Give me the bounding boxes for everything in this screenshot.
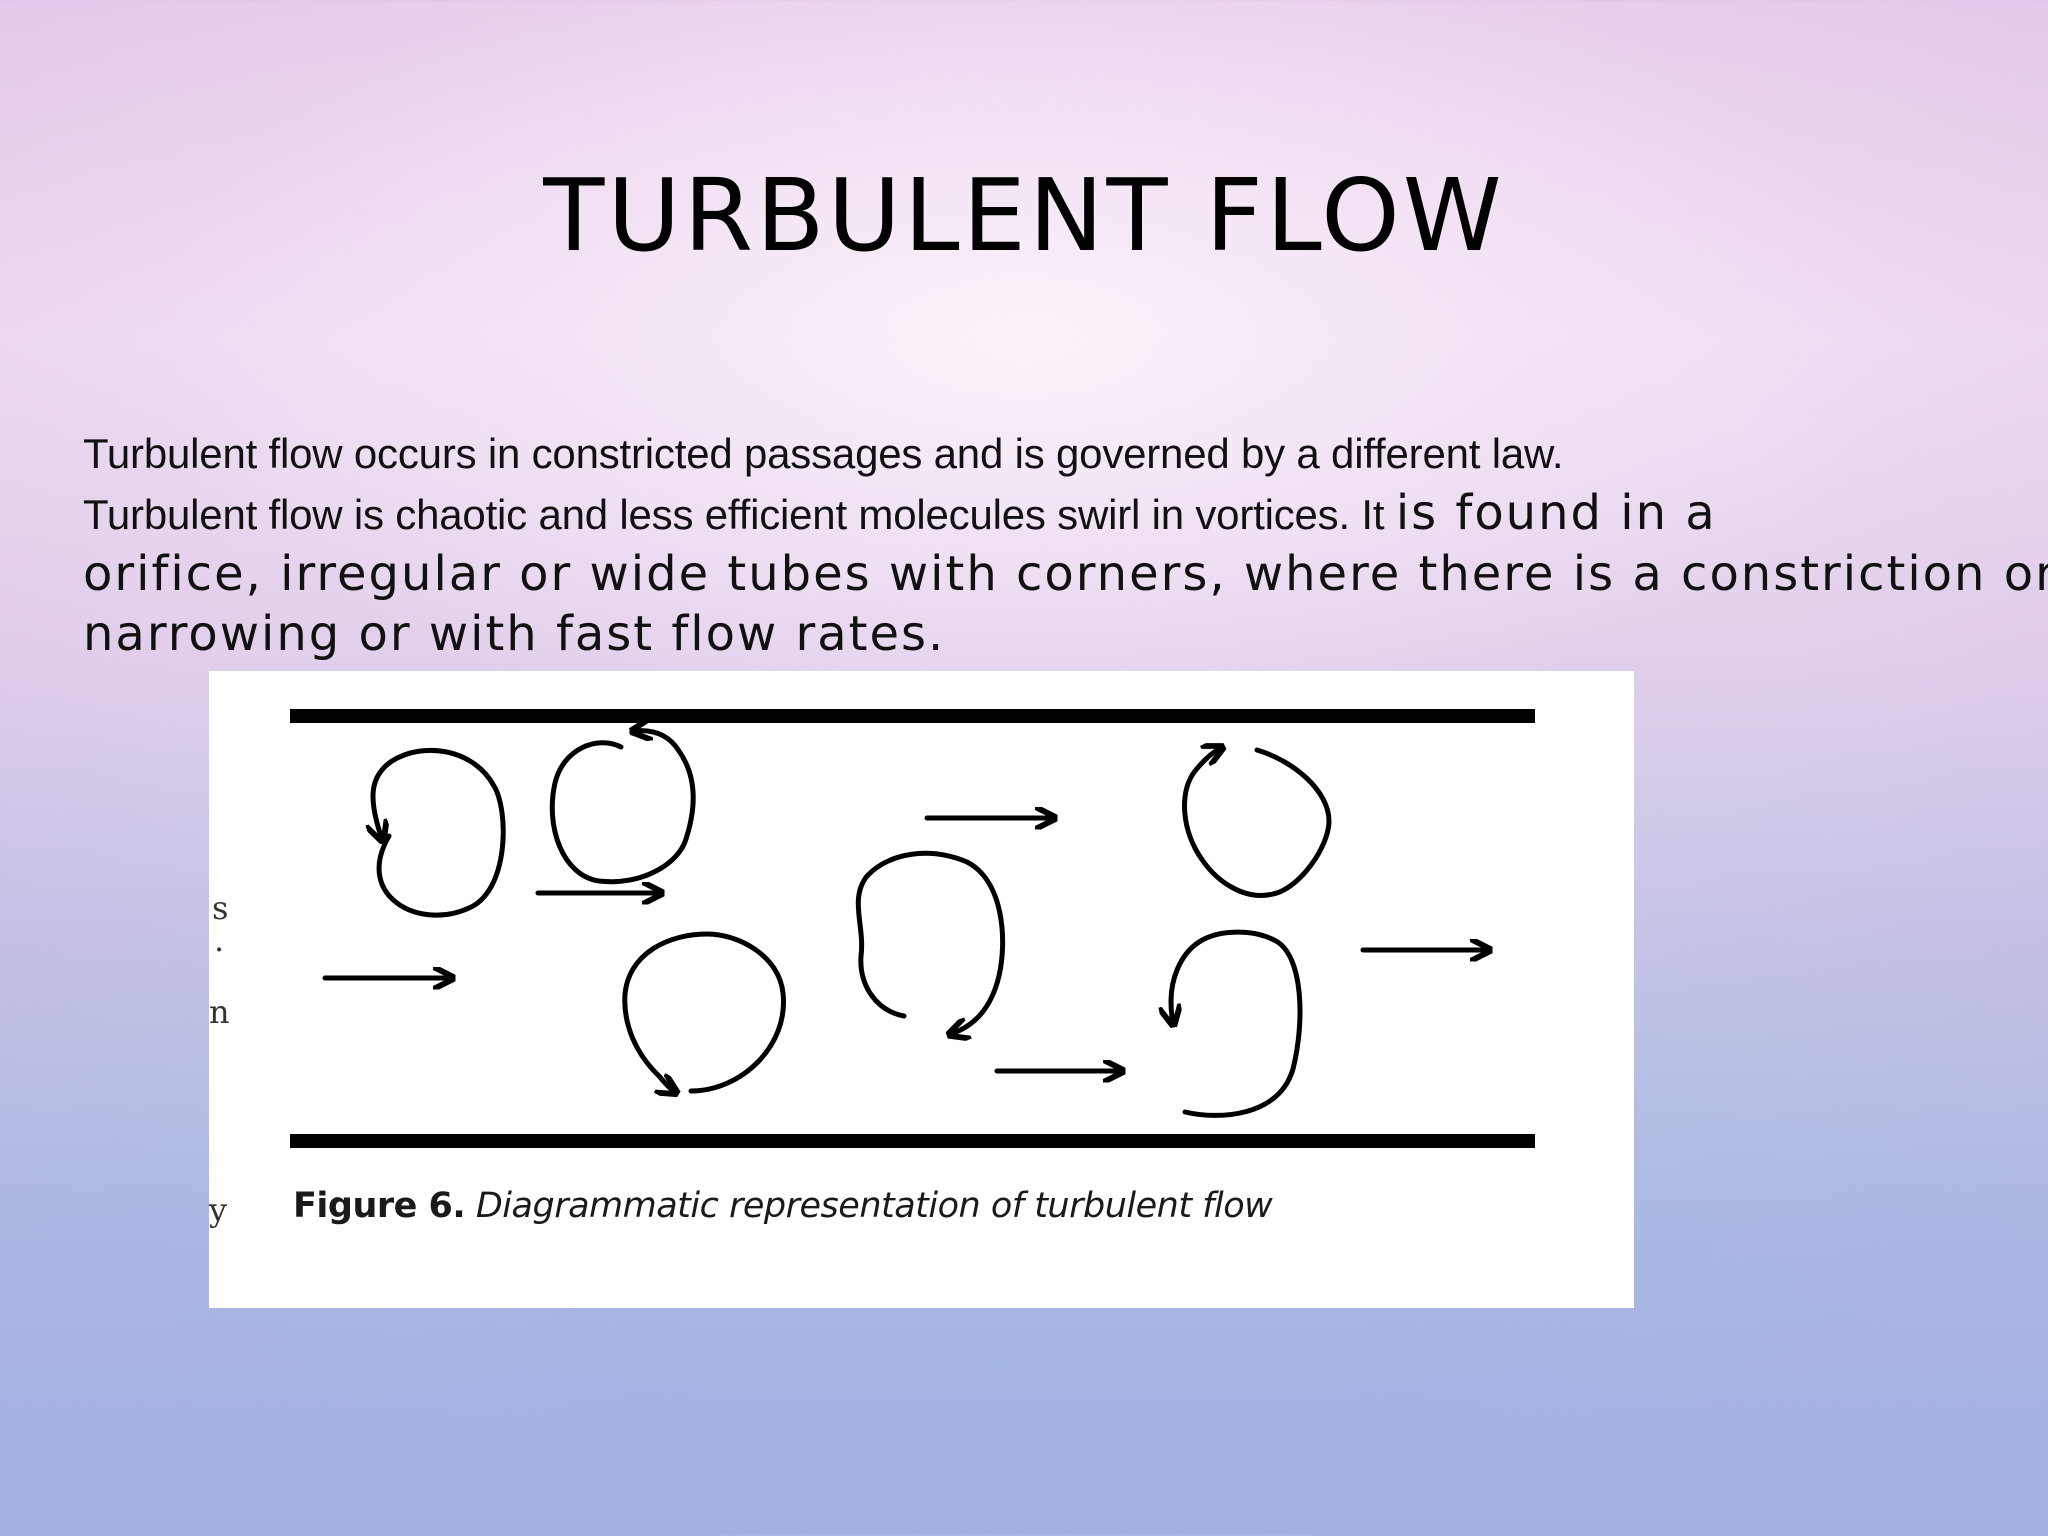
vortex-5 bbox=[1182, 748, 1332, 898]
fragment-dot: . bbox=[214, 921, 225, 959]
body-line-2: Turbulent flow is chaotic and less effic… bbox=[83, 483, 1983, 544]
fragment-s: s bbox=[212, 889, 229, 927]
body-line-1: Turbulent flow occurs in constricted pas… bbox=[83, 430, 1564, 477]
vortex-4 bbox=[855, 850, 1006, 1034]
body-line-4: narrowing or with fast flow rates. bbox=[83, 606, 946, 662]
turbulent-flow-diagram: Figure 6. Diagrammatic representation of… bbox=[290, 709, 1535, 1226]
slide-title: TURBULENT FLOW bbox=[543, 157, 1505, 274]
figure-caption-text: Diagrammatic representation of turbulent… bbox=[475, 1186, 1273, 1226]
slide-body-text: Turbulent flow occurs in constricted pas… bbox=[83, 425, 2048, 664]
vortex-1 bbox=[373, 747, 506, 918]
body-line-2-large: is found in a bbox=[1395, 485, 1717, 541]
figure-caption-label: Figure 6. bbox=[293, 1186, 466, 1226]
vortex-6 bbox=[1171, 929, 1303, 1118]
body-line-3: orifice, irregular or wide tubes with co… bbox=[83, 546, 2048, 602]
turbulent-flow-figure: s . n y bbox=[209, 671, 1634, 1308]
vortex-3 bbox=[622, 931, 786, 1092]
figure-caption: Figure 6. Diagrammatic representation of… bbox=[293, 1186, 1273, 1226]
vortex-2 bbox=[549, 731, 696, 885]
fragment-n: n bbox=[209, 993, 230, 1031]
fragment-y: y bbox=[209, 1191, 228, 1229]
body-line-2-small: Turbulent flow is chaotic and less effic… bbox=[83, 491, 1396, 538]
